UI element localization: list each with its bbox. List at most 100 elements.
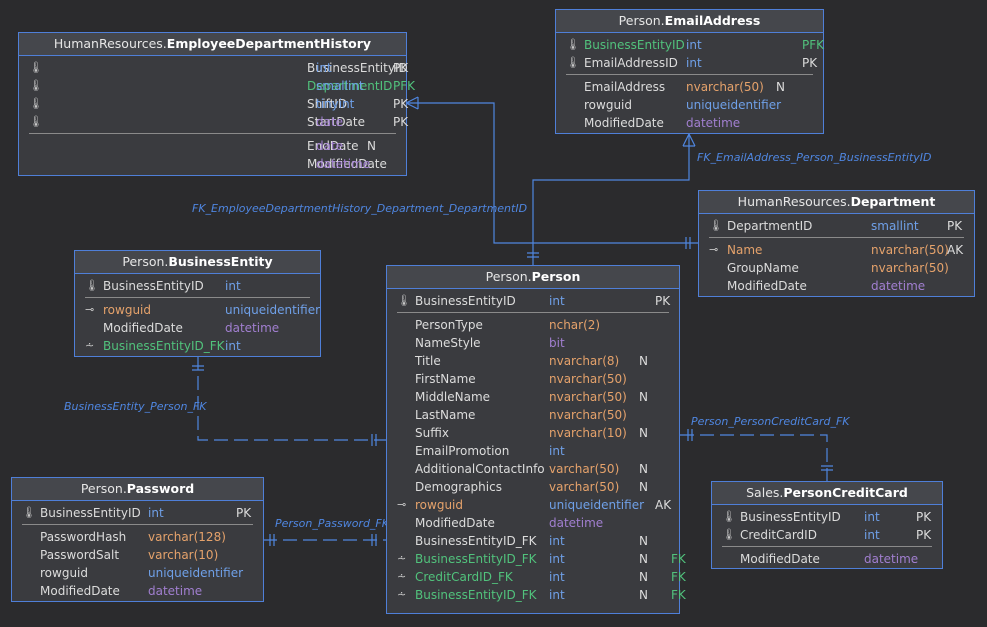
entity-title: Person.Password xyxy=(12,478,263,501)
key-icon: 🌡 xyxy=(709,219,723,232)
column-key: PFK xyxy=(802,38,825,52)
one-mark-person-left xyxy=(371,434,377,446)
column-name: BusinessEntityID xyxy=(307,61,408,75)
column-key: PFK xyxy=(393,79,416,93)
column-key: PK xyxy=(802,56,818,70)
column-type: int xyxy=(686,38,702,52)
column-name: CreditCardID xyxy=(740,528,817,542)
column-type: nvarchar(50) xyxy=(686,80,764,94)
entity-employee-department-history[interactable]: HumanResources.EmployeeDepartmentHistory… xyxy=(18,32,415,176)
column-name: ModifiedDate xyxy=(307,157,387,171)
label-person-pwd: Person_Password_FK xyxy=(275,517,389,530)
foreign-key-icon: ⩪ xyxy=(397,570,407,583)
column-type: int xyxy=(225,279,241,293)
column-key: PK xyxy=(236,506,252,520)
column-nullable: N xyxy=(639,480,648,494)
column-name: rowguid xyxy=(103,303,151,317)
column-type: datetime xyxy=(871,279,926,293)
column-name: MiddleName xyxy=(415,390,491,404)
column-name: EndDate xyxy=(307,139,359,153)
table-name: Department xyxy=(850,194,936,209)
column-name: NameStyle xyxy=(415,336,481,350)
foreign-key-icon: ⩪ xyxy=(397,552,407,565)
column-name: DepartmentID xyxy=(727,219,813,233)
label-fk-email-person: FK_EmailAddress_Person_BusinessEntityID xyxy=(697,151,932,164)
column-nullable: N xyxy=(639,354,648,368)
table-name: PersonCreditCard xyxy=(783,485,908,500)
column-name: EmailAddressID xyxy=(584,56,678,70)
table-name: EmployeeDepartmentHistory xyxy=(166,36,372,51)
column-type: uniqueidentifier xyxy=(686,98,782,112)
column-key: PK xyxy=(916,510,932,524)
column-key: PK xyxy=(655,294,671,308)
key-icon: 🌡 xyxy=(22,506,36,519)
column-type: int xyxy=(864,528,880,542)
key-separator xyxy=(722,546,932,547)
column-type: int xyxy=(316,61,332,75)
schema-name: HumanResources. xyxy=(53,36,167,51)
column-key: FK xyxy=(671,588,686,602)
line-person-pcc xyxy=(680,434,828,481)
key-icon: 🌡 xyxy=(397,294,411,307)
column-type: nvarchar(50) xyxy=(871,261,949,275)
column-name: EmailPromotion xyxy=(415,444,510,458)
column-name: BusinessEntityID xyxy=(415,294,516,308)
column-key: PK xyxy=(947,219,963,233)
key-icon: 🌡 xyxy=(722,510,736,523)
column-name: BusinessEntityID xyxy=(740,510,841,524)
column-name: BusinessEntityID_FK xyxy=(415,534,537,548)
column-name: AdditionalContactInfo xyxy=(415,462,545,476)
